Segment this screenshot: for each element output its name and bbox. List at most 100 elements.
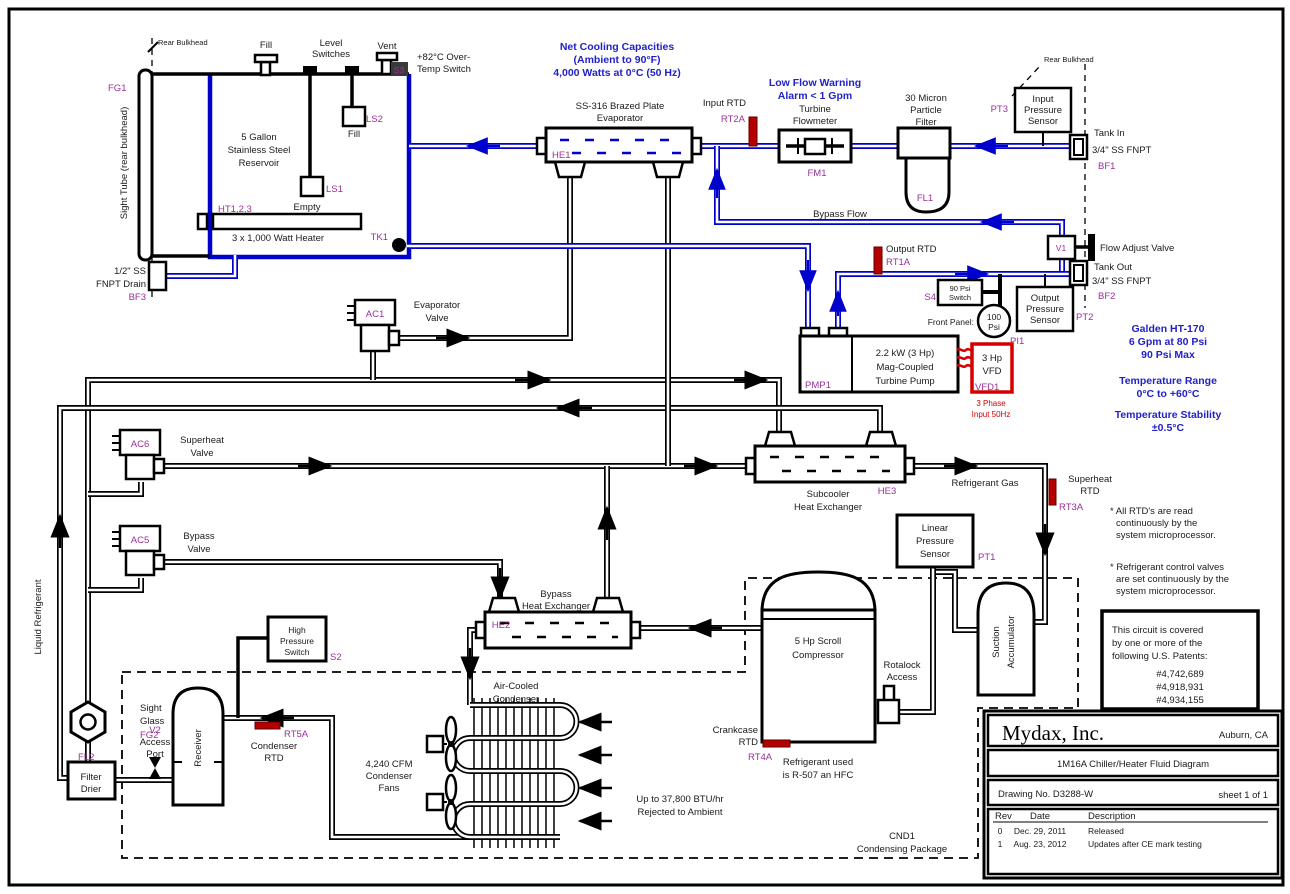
tag-v2: V2 (149, 725, 161, 736)
spec-temprange-val: 0°C to +60°C (1137, 388, 1200, 400)
description-header: Description (1088, 811, 1136, 822)
tag-rt3a: RT3A (1059, 502, 1084, 513)
label-btu1: Up to 37,800 BTU/hr (636, 794, 723, 805)
note2-line1: * Refrigerant control valves (1110, 562, 1224, 573)
label-gauge-100: 100 (987, 312, 1001, 322)
label-pump1: 2.2 kW (3 Hp) (876, 348, 935, 359)
label-90psi: 90 Psi (950, 284, 971, 293)
label-receiver: Receiver (193, 729, 204, 767)
drawing-number: Drawing No. D3288-W (998, 789, 1093, 800)
tag-s2: S2 (330, 652, 342, 663)
label-filter-drier1: Filter (80, 772, 101, 783)
tag-rt4a: RT4A (748, 752, 773, 763)
level-switch-empty (299, 66, 325, 198)
spec-galden: Galden HT-170 (1132, 323, 1205, 335)
label-ips1: Input (1032, 94, 1053, 105)
tag-v1: V1 (1056, 243, 1067, 253)
label-rear-bulkhead-right: Rear Bulkhead (1044, 55, 1094, 64)
tag-ht123: HT1,2,3 (218, 204, 252, 215)
gauge-tee (982, 274, 1002, 306)
tag-fg2: FG2 (140, 730, 158, 741)
label-ls1-empty: Empty (294, 202, 321, 213)
label-output-rtd: Output RTD (886, 244, 937, 255)
label-crankcase2: RTD (739, 737, 758, 748)
sight-tube (137, 68, 154, 262)
airflow-arrows (577, 712, 612, 831)
label-fill: Fill (260, 40, 272, 51)
label-drain2: FNPT Drain (96, 279, 146, 290)
label-aircooled2: Condenser (493, 694, 539, 705)
label-vent: Vent (377, 41, 396, 52)
label-overtemp2: Temp Switch (417, 64, 471, 75)
label-vfd: VFD (983, 366, 1002, 377)
superheat-valve-ac6 (112, 428, 166, 481)
rev0-date: Dec. 29, 2011 (1014, 826, 1067, 836)
tag-pi1: PI1 (1010, 336, 1024, 347)
label-refrig1: Refrigerant used (783, 757, 853, 768)
rev0-num: 0 (998, 826, 1003, 836)
label-lps1: Linear (922, 523, 948, 534)
label-hps2: Pressure (280, 636, 314, 646)
subcooler-he3 (744, 430, 916, 484)
label-subcooler2: Heat Exchanger (794, 502, 862, 513)
scroll-compressor (760, 570, 877, 744)
label-evap2: Evaporator (597, 113, 643, 124)
label-50hz: Input 50Hz (972, 410, 1011, 419)
label-sightglass2: Glass (140, 716, 165, 727)
label-filter3: Filter (915, 117, 936, 128)
label-filter2: Particle (910, 105, 942, 116)
label-hps1: High (288, 625, 306, 635)
label-fans1: Condenser (366, 771, 412, 782)
tag-ls2: LS2 (366, 114, 383, 125)
note1-line3: system microprocessor. (1116, 530, 1216, 541)
label-netcool1: Net Cooling Capacities (560, 41, 675, 53)
filter-drier (66, 760, 117, 801)
label-ops2: Pressure (1026, 304, 1064, 315)
label-tank3: Reservoir (239, 158, 280, 169)
tag-pmp1: PMP1 (805, 380, 831, 391)
label-heater: 3 x 1,000 Watt Heater (232, 233, 324, 244)
rev0-desc: Released (1088, 826, 1124, 836)
tag-tk1: TK1 (371, 232, 388, 243)
input-pressure-sensor (1013, 86, 1073, 134)
label-hps3: Switch (284, 647, 309, 657)
label-sight-tube: Sight Tube (rear bulkhead) (119, 107, 130, 219)
label-sightglass1: Sight (140, 703, 162, 714)
label-lps2: Pressure (916, 536, 954, 547)
label-evv1: Evaporator (414, 300, 460, 311)
tag-s4: S4 (924, 292, 936, 303)
overtemp-switch (391, 62, 408, 76)
label-condensing-pkg: Condensing Package (857, 844, 947, 855)
label-condrtd1: Condenser (251, 741, 297, 752)
label-tankout2: 3/4" SS FNPT (1092, 276, 1152, 287)
label-level: Level (320, 38, 343, 49)
date-header: Date (1030, 811, 1050, 822)
label-rear-bulkhead-left: Rear Bulkhead (158, 38, 208, 47)
label-rotalock2: Access (887, 672, 918, 683)
tag-fl2: FL2 (78, 752, 94, 763)
linear-pressure-sensor (895, 513, 975, 569)
label-front-panel: Front Panel: (928, 317, 974, 327)
access-port-v2 (149, 757, 161, 779)
tag-rt2a: RT2A (721, 114, 746, 125)
note2-line3: system microprocessor. (1116, 586, 1216, 597)
bulkhead-tick (147, 41, 159, 53)
tk1-port (392, 238, 406, 252)
label-sv1: Superheat (180, 435, 224, 446)
label-filter-drier2: Drier (81, 784, 102, 795)
label-overtemp1: +82°C Over- (417, 52, 470, 63)
title-block (982, 709, 1284, 880)
spec-temprange: Temperature Range (1119, 375, 1217, 387)
label-filter1: 30 Micron (905, 93, 947, 104)
rear-bulkhead-leader (1011, 65, 1041, 97)
pressure-gauge (976, 303, 1012, 339)
label-suprtd1: Superheat (1068, 474, 1112, 485)
label-bypass-flow: Bypass Flow (813, 209, 867, 220)
rt1a-rtd (873, 246, 883, 275)
fill-port (253, 53, 279, 77)
spec-gpm: 6 Gpm at 80 Psi (1129, 336, 1207, 348)
label-cnd1: CND1 (889, 831, 915, 842)
label-lowflow2: Alarm < 1 Gpm (778, 90, 852, 102)
patent-number-3: #4,934,155 (1156, 695, 1204, 706)
